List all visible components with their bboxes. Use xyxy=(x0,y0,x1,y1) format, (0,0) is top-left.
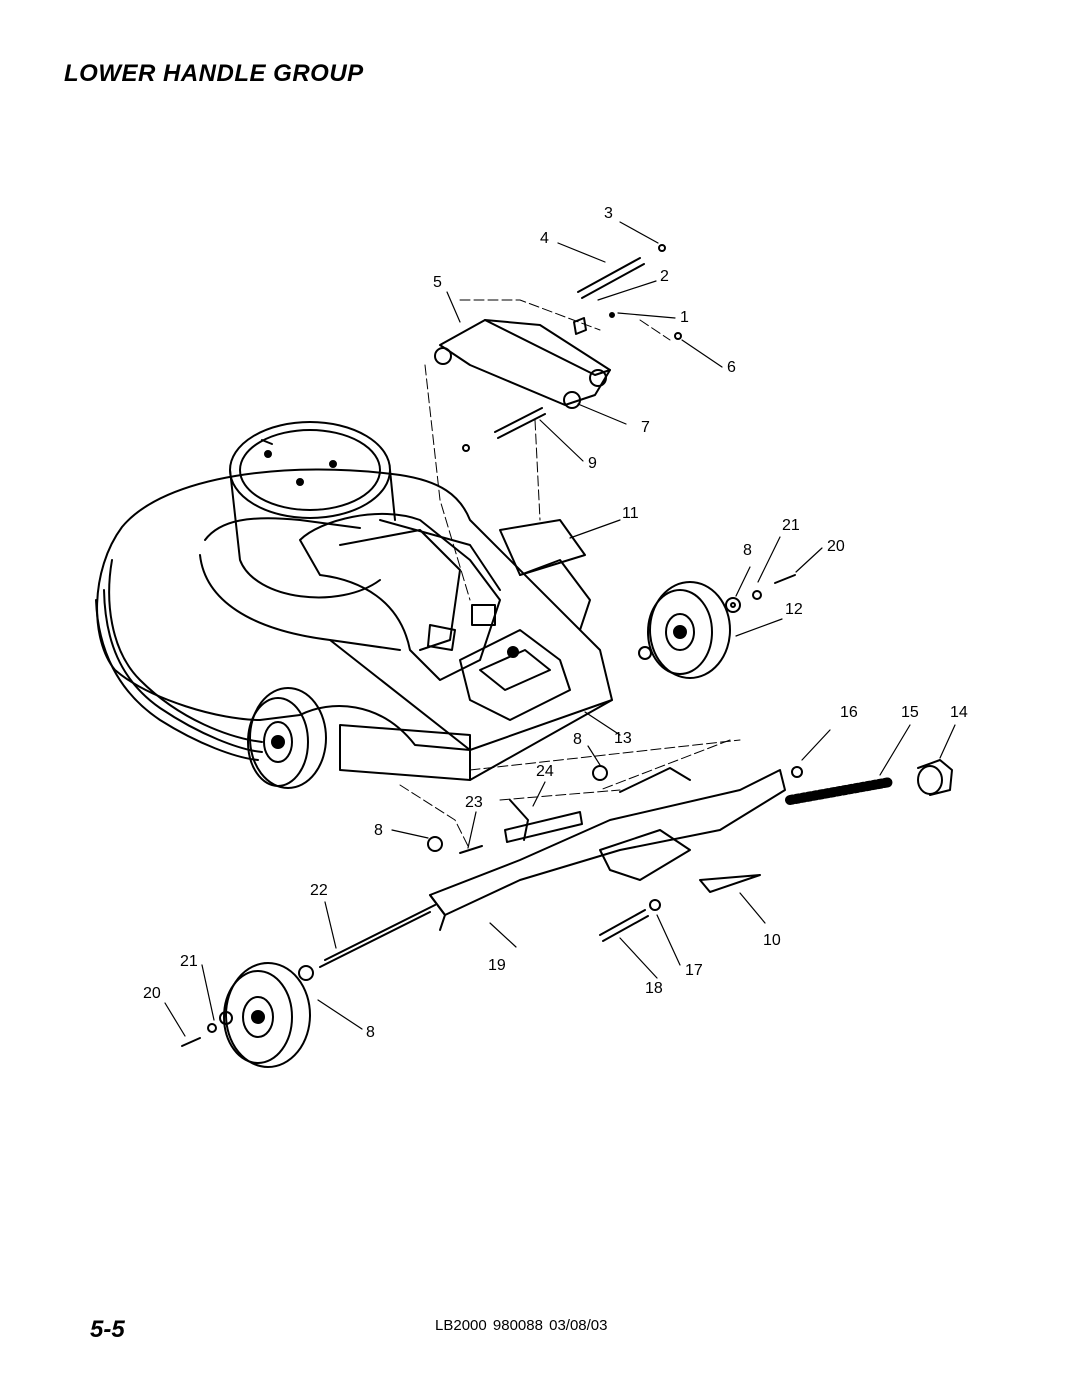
callout-label: 14 xyxy=(950,704,968,721)
left-wheel-on-body xyxy=(247,687,327,789)
callout-label: 23 xyxy=(465,794,483,811)
leader-lines xyxy=(164,221,956,1037)
callout-label: 18 xyxy=(645,980,663,997)
lower-left-wheel xyxy=(223,962,311,1068)
callout-label: 9 xyxy=(588,455,597,472)
callout-label: 16 xyxy=(840,704,858,721)
spring-assembly xyxy=(785,759,953,805)
machine-body xyxy=(95,299,741,851)
callout-label: 4 xyxy=(540,230,549,247)
callout-label: 12 xyxy=(785,601,803,618)
callout-label: 20 xyxy=(827,538,845,555)
callout-label: 6 xyxy=(727,359,736,376)
callout-label: 10 xyxy=(763,932,781,949)
callout-label: 22 xyxy=(310,882,328,899)
callout-label: 1 xyxy=(680,309,689,326)
hardware xyxy=(181,244,796,1047)
page-title: LOWER HANDLE GROUP xyxy=(64,60,364,87)
callout-label: 2 xyxy=(660,268,669,285)
callout-label: 8 xyxy=(743,542,752,559)
callout-label: 5 xyxy=(433,274,442,291)
callout-label: 15 xyxy=(901,704,919,721)
handle-tube xyxy=(319,767,786,968)
callout-label: 20 xyxy=(143,985,161,1002)
callout-label: 3 xyxy=(604,205,613,222)
callout-label: 8 xyxy=(573,731,582,748)
callout-label: 17 xyxy=(685,962,703,979)
right-wheel xyxy=(647,581,731,679)
callout-label: 21 xyxy=(180,953,198,970)
callout-label: 19 xyxy=(488,957,506,974)
callout-label: 24 xyxy=(536,763,554,780)
page-number: 5-5 xyxy=(90,1316,125,1343)
callout-label: 8 xyxy=(366,1024,375,1041)
callout-label: 8 xyxy=(374,822,383,839)
callout-label: 13 xyxy=(614,730,632,747)
footer-reference: LB2000 980088 03/08/03 xyxy=(435,1317,608,1334)
callout-label: 7 xyxy=(641,419,650,436)
callout-label: 21 xyxy=(782,517,800,534)
callout-labels: 3 4 2 5 1 6 7 9 11 21 8 20 12 16 15 14 8… xyxy=(143,205,968,1041)
handle-yoke xyxy=(434,319,611,409)
callout-label: 11 xyxy=(622,505,639,522)
